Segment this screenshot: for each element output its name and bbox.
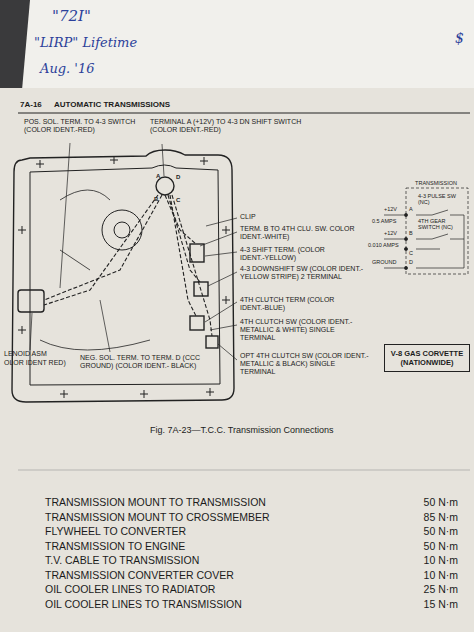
handwritten-note: Aug. '16 [40,62,130,77]
torque-value: 50 N·m [372,496,458,508]
schematic-label: D [409,259,415,265]
schematic-label: 4-3 PULSE SW (NC) [418,193,466,206]
torque-value: 50 N·m [372,540,458,552]
terminal-letter: B [154,196,162,203]
terminal-letter: C [176,197,184,204]
torque-value: 10 N·m [372,554,458,566]
torque-value: 50 N·m [372,525,458,537]
notepaper [0,0,474,90]
torque-item: TRANSMISSION MOUNT TO CROSSMEMBER [45,511,365,523]
callout-label: TERMINAL A (+12V) TO 4-3 DN SHIFT SWITCH… [150,118,330,134]
dashed-border [406,188,468,274]
torque-value: 10 N·m [372,569,458,581]
schematic-label: GROUND [372,259,406,265]
handwritten-note: $ [455,30,469,46]
schematic-label: 4TH GEAR SWITCH (NC) [418,218,466,231]
torque-item: FLYWHEEL TO CONVERTER [45,525,365,537]
table-rule [18,470,470,471]
leader-lines [30,143,237,360]
schematic-box: TRANSMISSION [402,180,470,276]
handwritten-note: "72I" [52,8,132,25]
terminal-letter: A [156,173,164,180]
wire-harness [44,195,212,336]
torque-item: T.V. CABLE TO TRANSMISSION [45,554,365,566]
figure-caption: Fig. 7A-23—T.C.C. Transmission Connectio… [150,425,450,435]
callout-label: LENOID ASM [4,350,74,358]
schematic-label: +12V [384,206,406,212]
manual-page [0,88,474,632]
callout-label: OLOR IDENT RED) [4,359,84,367]
dark-edge [0,0,30,90]
dashed-outline [402,180,470,276]
variant-box: V-8 GAS CORVETTE (NATIONWIDE) [384,344,470,372]
torque-item: OIL COOLER LINES TO RADIATOR [45,583,365,595]
page-header: AUTOMATIC TRANSMISSIONS [54,100,254,109]
torque-value: 25 N·m [372,583,458,595]
header-rule [18,113,470,114]
callout-label: POS. SOL. TERM. TO 4-3 SWITCH (COLOR IDE… [24,118,152,134]
torque-item: OIL COOLER LINES TO TRANSMISSION [45,598,365,610]
schematic-label: +12V [384,230,406,236]
box-heading: TRANSMISSION [404,180,468,187]
handwritten-note: "LIRP" Lifetime [34,36,184,51]
torque-item: TRANSMISSION TO ENGINE [45,540,365,552]
torque-item: TRANSMISSION CONVERTER COVER [45,569,365,581]
torque-value: 15 N·m [372,598,458,610]
schematic-label: 0.5 AMPS [372,218,406,224]
schematic-label: A [409,206,415,212]
callout-label: 4-3 SHIFT TERM. (COLOR IDENT.-YELLOW) [240,246,350,262]
box-text: V-8 GAS CORVETTE (NATIONWIDE) [388,349,466,367]
schematic-label: C [409,250,415,256]
callout-label: 4TH CLUTCH TERM (COLOR IDENT.-BLUE) [240,296,350,312]
torque-value: 85 N·m [372,511,458,523]
callout-label: CLIP [240,213,300,221]
torque-item: TRANSMISSION MOUNT TO TRANSMISSION [45,496,365,508]
callout-label: NEG. SOL. TERM. TO TERM. D (CCC GROUND) … [80,354,210,370]
callout-label: OPT 4TH CLUTCH SW (COLOR IDENT.-METALLIC… [240,352,370,376]
callout-label: 4-3 DOWNSHIFT SW (COLOR IDENT.-YELLOW ST… [240,265,364,281]
callout-label: 4TH CLUTCH SW (COLOR IDENT.-METALLIC & W… [240,318,368,342]
callout-label: TERM. B TO 4TH CLU. SW. COLOR IDENT.-WHI… [240,225,356,241]
schematic-label: 0.010 AMPS [368,242,408,248]
schematic-label: B [409,230,415,236]
terminal-letter: D [176,174,184,181]
